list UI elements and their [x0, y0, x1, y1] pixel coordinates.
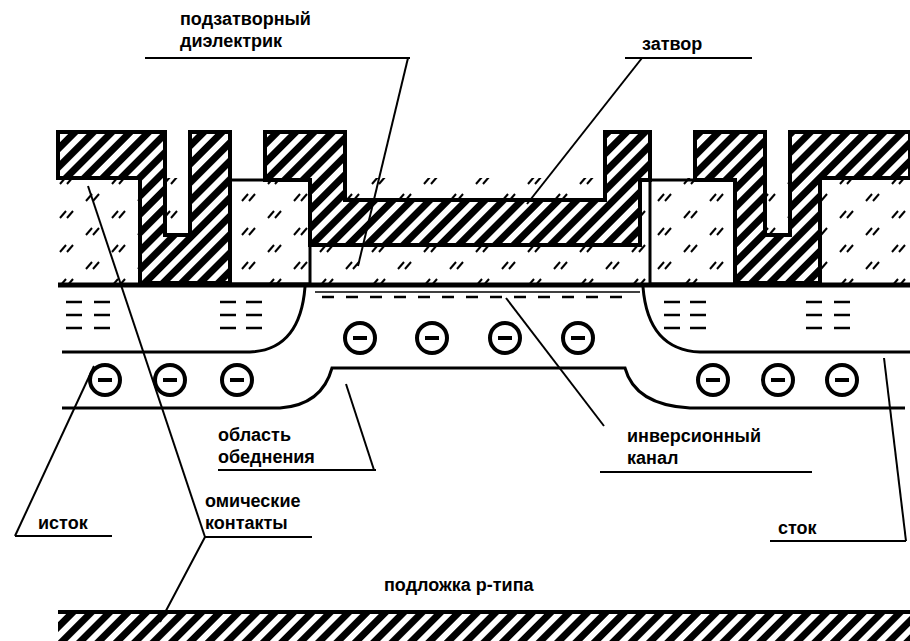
depletion-label: область обеднения [218, 424, 378, 468]
gate-label: затвор [642, 33, 702, 55]
channel-charge [322, 296, 622, 299]
dielectric-label: подзатворный диэлектрик [180, 8, 340, 52]
oxide-block [230, 180, 310, 284]
source-label: исток [38, 512, 88, 534]
n-plus-marks [66, 302, 850, 328]
substrate-label: подложка р-типа [384, 574, 534, 596]
drain-metal [695, 132, 910, 283]
gate-metal [265, 132, 650, 245]
substrate-contact [58, 613, 910, 641]
interface-line [58, 283, 910, 288]
source-metal [58, 132, 230, 283]
contacts-label: омические контакты [205, 490, 335, 534]
drain-junction [643, 287, 910, 352]
channel-label: инверсионный канал [627, 425, 797, 469]
leader-lines [15, 58, 906, 622]
ion-circles [90, 323, 857, 395]
oxide-block [650, 180, 735, 284]
ion-minus [98, 338, 849, 380]
source-junction [62, 287, 305, 352]
drain-label: сток [778, 517, 817, 539]
